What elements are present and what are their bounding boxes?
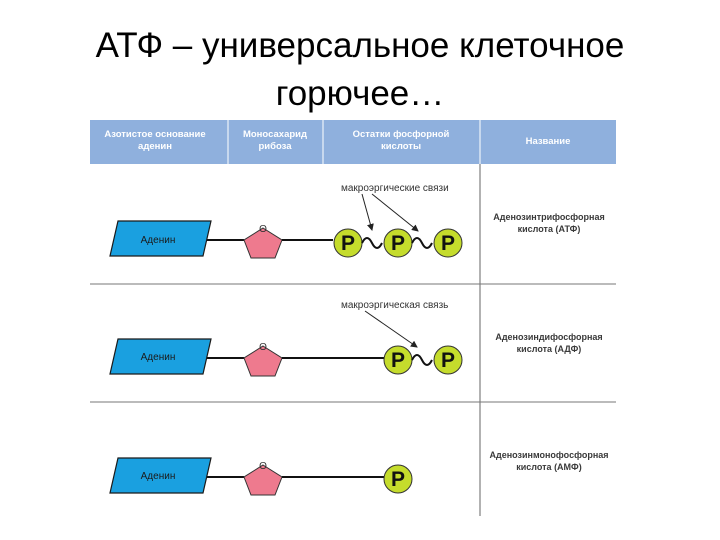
ribose-oxygen-label: O	[259, 461, 267, 472]
phosphate-label: P	[441, 232, 455, 255]
title-line-2: горючее…	[275, 74, 445, 113]
compound-name-line1: Аденозинмонофосфорная	[489, 450, 608, 460]
title-line-1: АТФ – универсальное клеточное	[95, 26, 625, 65]
row-adp: Аденин O макроэргическая связь P P Адено…	[109, 300, 603, 377]
phosphate-label: P	[391, 349, 405, 372]
header-sugar-line2: рибоза	[258, 141, 292, 152]
table-header-band	[90, 120, 616, 164]
adenine-box	[109, 220, 212, 257]
phosphate-label: P	[391, 468, 405, 491]
adenine-label: Аденин	[141, 352, 176, 363]
ribose-pentagon	[243, 227, 283, 259]
row-atp: Аденин O макроэргические связи P P P Аде…	[109, 183, 605, 259]
ribose-oxygen-label: O	[259, 342, 267, 353]
header-base-line1: Азотистое основание	[104, 129, 205, 140]
compound-name-line1: Аденозинтрифосфорная	[493, 212, 605, 222]
compound-name-line1: Аденозиндифосфорная	[495, 332, 602, 342]
header-phosphate-line1: Остатки фосфорной	[353, 129, 450, 140]
phosphate-circle	[383, 464, 413, 494]
ribose-pentagon	[243, 464, 283, 496]
phosphate-label: P	[441, 349, 455, 372]
adenine-label: Аденин	[141, 235, 176, 246]
phosphate-label: P	[391, 232, 405, 255]
adenine-box	[109, 457, 212, 494]
compound-name-line2: кислота (АДФ)	[517, 344, 582, 354]
compound-name-line2: кислота (АМФ)	[516, 462, 582, 472]
phosphate-circle	[433, 345, 463, 375]
high-energy-bonds-label: макроэргические связи	[341, 183, 449, 194]
adenine-label: Аденин	[141, 471, 176, 482]
header-phosphate-line2: кислоты	[381, 141, 421, 152]
phosphate-label: P	[341, 232, 355, 255]
compound-name-line2: кислота (АТФ)	[518, 224, 581, 234]
high-energy-bond-label: макроэргическая связь	[341, 300, 448, 311]
ribose-pentagon	[243, 345, 283, 377]
header-name: Название	[526, 136, 571, 147]
slide-title: АТФ – универсальное клеточное горючее…	[0, 22, 720, 118]
ribose-oxygen-label: O	[259, 224, 267, 235]
phosphate-circle	[433, 228, 463, 258]
header-base-line2: аденин	[138, 141, 172, 152]
adenine-box	[109, 338, 212, 375]
header-sugar-line1: Моносахарид	[243, 129, 307, 140]
row-amp: Аденин O P Аденозинмонофосфорная кислота…	[109, 450, 609, 496]
